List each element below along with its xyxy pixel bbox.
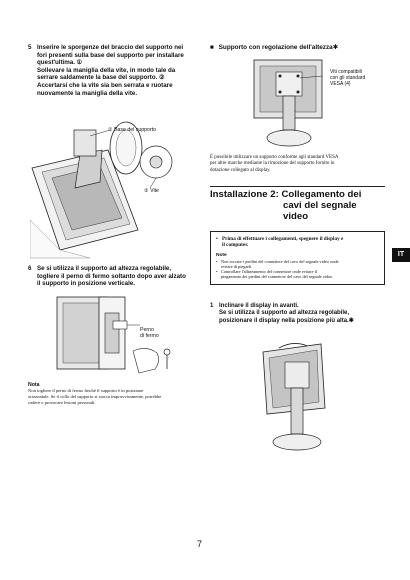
label-vesa-screws: Viti compatibili con gli standard VESA (…: [330, 69, 366, 87]
step-6: 6 Se si utilizza il supporto ad altezza …: [28, 265, 198, 288]
step-1-line: Se si utilizza il supporto ad altezza re…: [219, 310, 350, 317]
step-1-line: posizionare il display nella posizione p…: [219, 317, 354, 324]
step-5-line: fori presenti sulla base del supporto pe…: [37, 51, 184, 59]
step-5-line: serrare saldamente la base del supporto.…: [37, 74, 165, 82]
label-vesa-line: Viti compatibili: [330, 69, 362, 75]
install-heading-line: video: [283, 211, 309, 222]
vesa-line: È possibile utilizzare un supporto confo…: [210, 155, 339, 160]
install-heading-rule: [210, 186, 385, 187]
vesa-line: per altre marche mediante la rimozione d…: [210, 161, 335, 167]
vesa-description: È possibile utilizzare un supporto confo…: [210, 155, 390, 174]
label-stopper-pin: Perno di fermo: [140, 327, 159, 339]
note-left: Nota Non togliere il perno di fermo finc…: [28, 382, 208, 405]
language-tab-it: IT: [392, 248, 410, 262]
warning-note-1: • Non toccare i piedini del connettore d…: [216, 259, 379, 269]
note-line: orizzontale. Se il collo del supporto si…: [28, 394, 162, 399]
step-5-line: nuovamente la maniglia della vite.: [37, 89, 138, 97]
note-bullet: •: [216, 258, 218, 264]
warning-main: • Prima di effettuare i collegamenti, sp…: [216, 236, 379, 249]
note-line: Non togliere il perno di fermo finché il…: [28, 388, 144, 394]
note-title: Nota: [28, 382, 40, 388]
step-5-line: Accertarsi che la vite sia ben serrata e…: [37, 81, 173, 89]
page-number: 7: [197, 539, 203, 549]
step-5: 5 Inserire le sporgenze del braccio del …: [28, 44, 198, 97]
section-title: Supporto con regolazione dell'altezza: [218, 44, 333, 51]
step-1: 1 Inclinare il display in avanti. Se si …: [210, 303, 390, 325]
label-stopper-pin-line: di fermo: [140, 333, 159, 339]
install-heading-line: cavi del segnale: [283, 200, 357, 211]
label-stopper-pin-line: Perno: [140, 327, 154, 333]
warning-bullet: •: [216, 236, 218, 242]
section-heading: ■ Supporto con regolazione dell'altezza✱: [210, 44, 338, 52]
note-line: cadere o provocare lesioni personali.: [28, 399, 96, 405]
stand-base-illustration: [30, 121, 173, 259]
warning-line: Prima di effettuare i collegamenti, speg…: [222, 236, 344, 242]
step-5-line: Sollevare la maniglia della vite, in mod…: [37, 66, 176, 74]
step-1-line: Inclinare il display in avanti.: [219, 303, 299, 309]
warning-note-line: Controllare l'allineamento del connettor…: [221, 269, 317, 275]
vesa-back-illustration: [253, 59, 323, 147]
warning-note-line: piegamento dei piedini del connettore de…: [221, 274, 334, 280]
vesa-line: dotazione collegato al display.: [210, 167, 271, 173]
warning-line: il computer.: [222, 242, 249, 249]
install-heading: Installazione 2: Collegamento dei cavi d…: [210, 189, 361, 222]
step-1-number: 1: [210, 303, 214, 309]
label-vesa-line: con gli standard: [330, 74, 366, 81]
warning-box: • Prima di effettuare i collegamenti, sp…: [210, 231, 385, 285]
label-vesa-line: VESA (4): [330, 80, 351, 87]
label-screw: ② Vite: [144, 188, 159, 194]
step-6-line: Se si utilizza il supporto ad altezza re…: [37, 265, 172, 272]
note-bullet: •: [216, 269, 218, 275]
step-6-line: togliere il perno di fermo soltanto dopo…: [37, 272, 186, 280]
step-5-line: Inserire le sporgenze del braccio del su…: [37, 44, 184, 51]
asterisk-mark: ✱: [332, 44, 339, 51]
step-6-line: il supporto in posizione verticale.: [37, 280, 135, 288]
warning-note-line: evitare di piegarli.: [221, 264, 253, 270]
warning-note-2: • Controllare l'allineamento del connett…: [216, 269, 379, 279]
step-5-number: 5: [28, 44, 32, 51]
tilt-display-illustration: [262, 343, 326, 451]
warning-note-line: Non toccare i piedini del connettore del…: [221, 258, 339, 264]
section-bullet: ■: [210, 44, 214, 51]
warning-note-title: Note: [216, 252, 227, 258]
step-5-line: quest'ultima. ①: [37, 59, 83, 67]
stopper-pin-illustration: [56, 296, 171, 374]
label-stand-base: ① Base del supporto: [108, 127, 156, 133]
step-6-number: 6: [28, 265, 32, 272]
install-heading-line: Installazione 2: Collegamento dei: [210, 189, 362, 200]
